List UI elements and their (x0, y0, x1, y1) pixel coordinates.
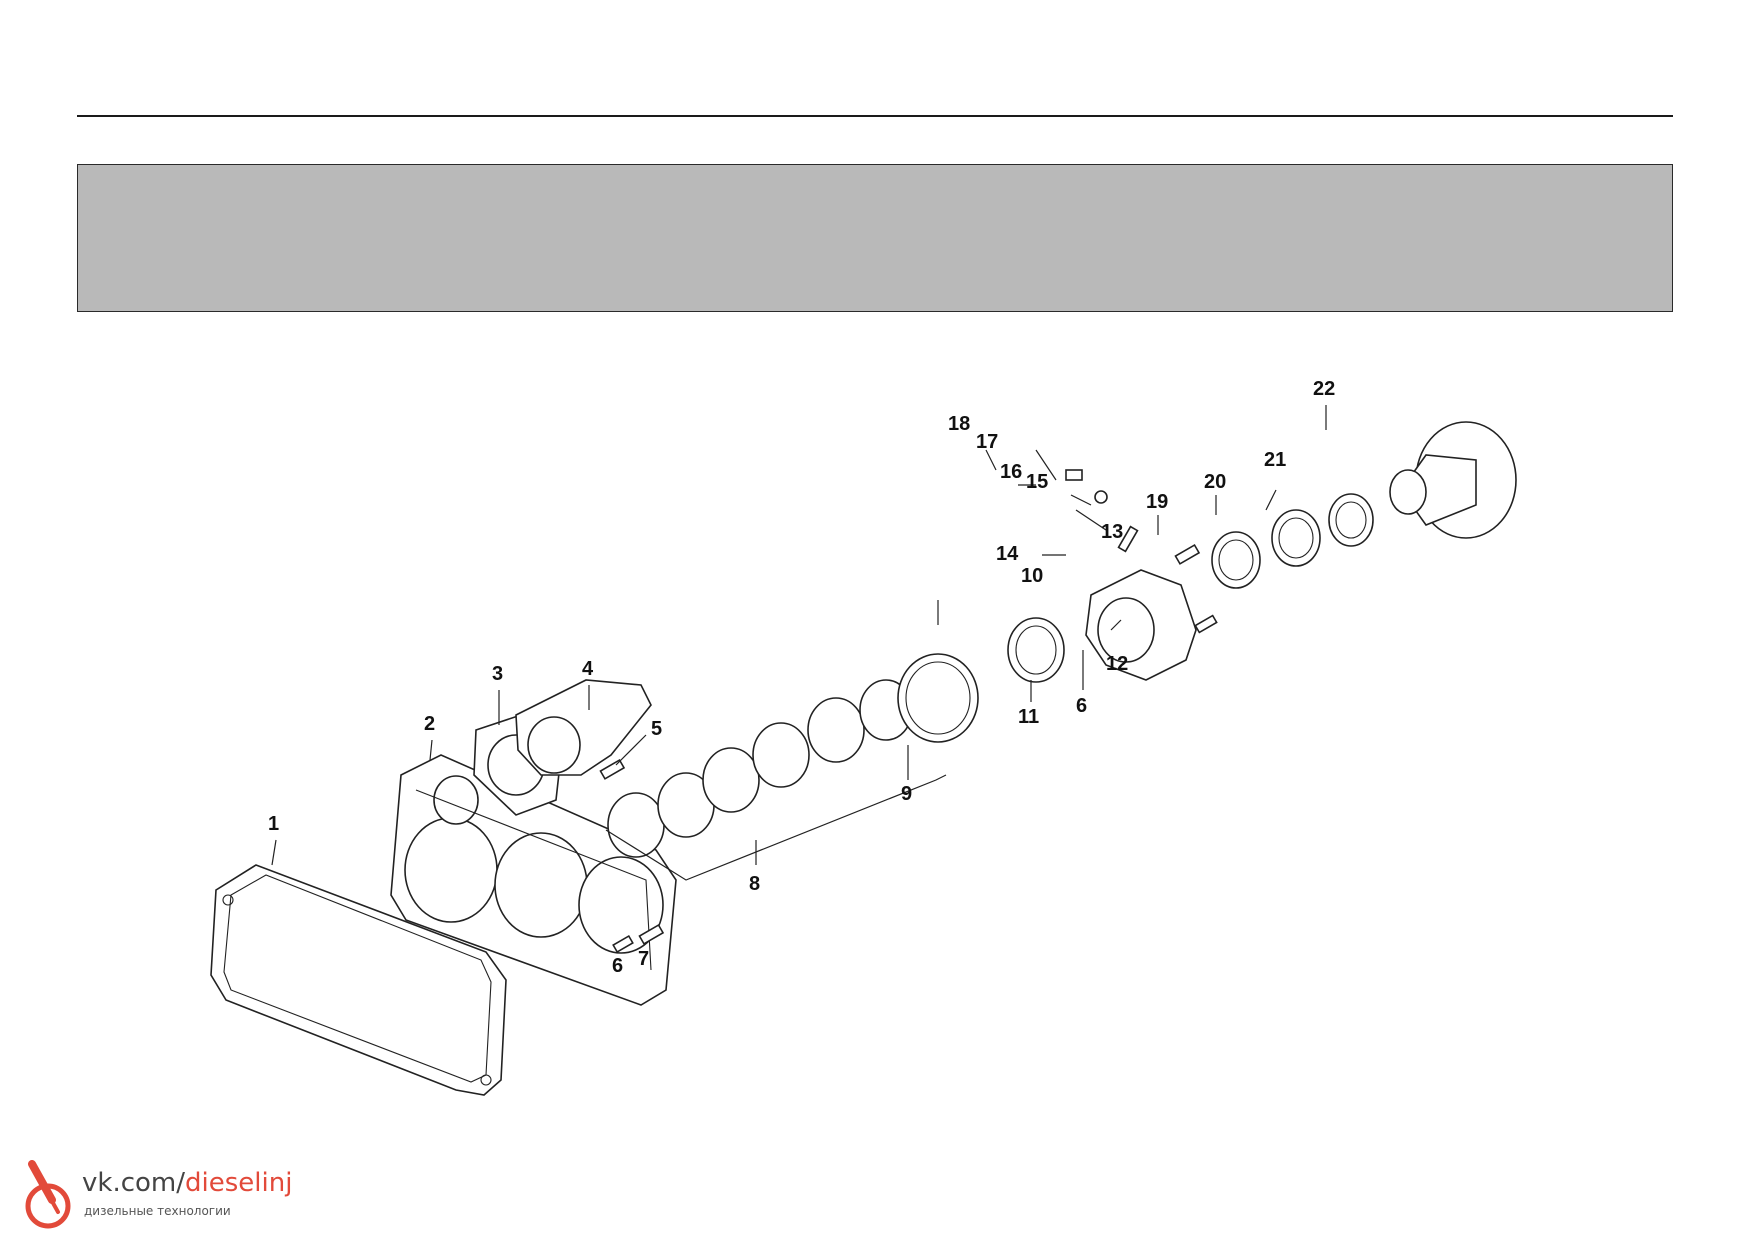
part-10-gear-ring (1007, 617, 1065, 683)
part-9-ring (897, 653, 979, 743)
callout-20: 20 (1204, 471, 1226, 493)
callout-17: 17 (976, 431, 998, 453)
callout-6a: 6 (612, 955, 623, 977)
callout-10: 10 (1021, 565, 1043, 587)
small-parts-12-18 (1065, 469, 1218, 634)
exploded-parts-diagram: 1 2 3 4 5 6 7 8 9 10 11 6 12 13 14 15 16… (186, 360, 1586, 1160)
part-1-gasket (210, 864, 507, 1096)
part-8-bearing-set (607, 679, 913, 858)
callout-6b: 6 (1076, 695, 1087, 717)
callout-18: 18 (948, 413, 970, 435)
callout-16: 16 (1000, 461, 1022, 483)
callout-22: 22 (1313, 378, 1335, 400)
callout-21: 21 (1264, 449, 1286, 471)
watermark-subtitle: дизельные технологии (84, 1204, 231, 1218)
part-11-bearing-housing (1085, 569, 1197, 681)
part-2-housing-plate (390, 754, 677, 1006)
callout-12: 12 (1106, 653, 1128, 675)
callout-2: 2 (424, 713, 435, 735)
small-bolts (599, 758, 665, 954)
top-rule (77, 115, 1673, 117)
callout-19: 19 (1146, 491, 1168, 513)
injector-logo-icon (25, 1160, 71, 1229)
watermark: vk.com/dieselinj дизельные технологии (18, 1160, 318, 1230)
callout-14: 14 (996, 543, 1019, 565)
callout-labels: 1 2 3 4 5 6 7 8 9 10 11 6 12 13 14 15 16… (268, 378, 1335, 977)
part-22-output-flange (1389, 421, 1517, 539)
leader-lines (271, 405, 1327, 881)
callout-9: 9 (901, 783, 912, 805)
callout-4: 4 (582, 658, 594, 680)
watermark-site-prefix: vk.com/ (82, 1168, 185, 1198)
callout-1: 1 (268, 813, 279, 835)
header-band (77, 164, 1673, 312)
watermark-site-name: dieselinj (185, 1168, 293, 1198)
part-4-cover-sleeve (515, 679, 652, 776)
diagram-svg: 1 2 3 4 5 6 7 8 9 10 11 6 12 13 14 15 16… (210, 378, 1517, 1096)
callout-5: 5 (651, 718, 662, 740)
callout-13: 13 (1101, 521, 1123, 543)
parts-19-20-21-rings (1211, 493, 1374, 589)
callout-3: 3 (492, 663, 503, 685)
callout-11: 11 (1018, 706, 1039, 728)
callout-7: 7 (638, 948, 649, 970)
watermark-site: vk.com/dieselinj (82, 1168, 292, 1198)
callout-8: 8 (749, 873, 760, 895)
callout-15: 15 (1026, 471, 1048, 493)
